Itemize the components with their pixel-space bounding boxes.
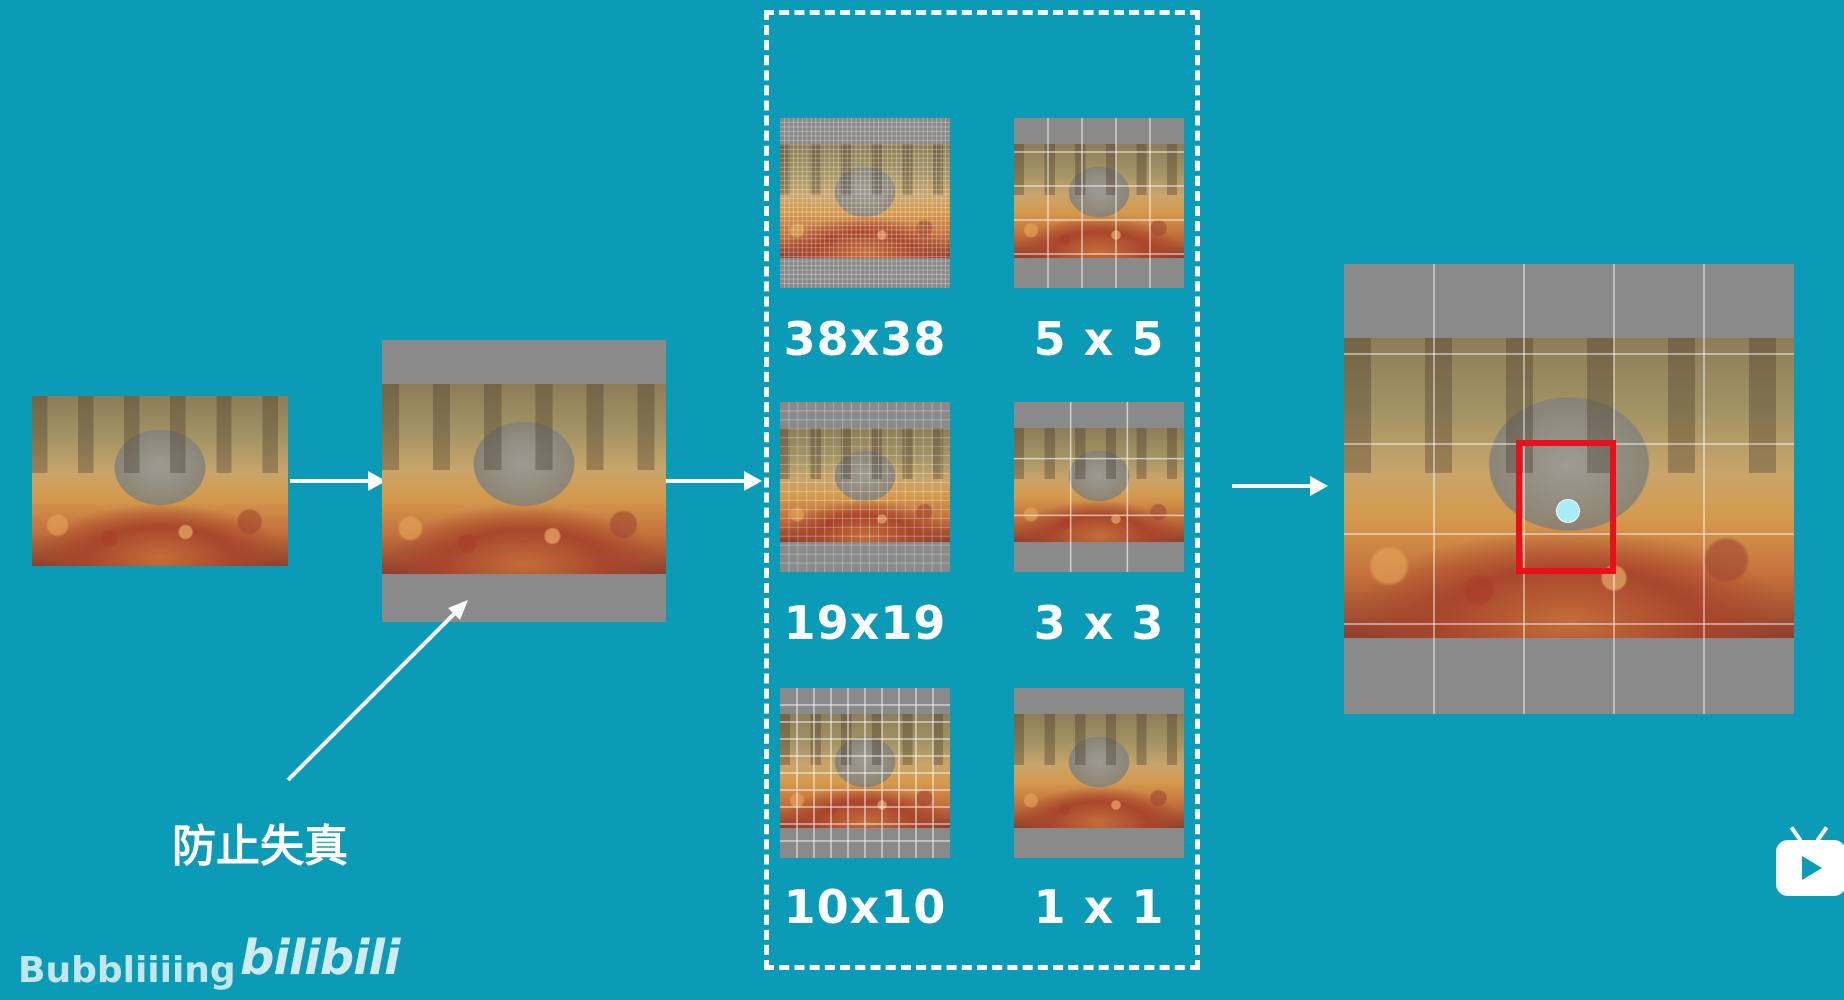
feature-map-tile	[780, 402, 950, 572]
tv-play-icon[interactable]	[1776, 840, 1844, 896]
grid-lines	[780, 688, 950, 858]
letterbox-image	[382, 340, 666, 622]
arrow-diagonal-icon	[286, 600, 468, 782]
feature-map-tile	[1014, 402, 1184, 572]
grid-lines	[1014, 118, 1184, 288]
arrow-head	[744, 471, 762, 491]
feature-map-label: 1 x 1	[1033, 880, 1165, 934]
feature-map-label: 5 x 5	[1033, 312, 1165, 366]
detection-result	[1344, 264, 1794, 714]
arrow-right-icon	[666, 479, 746, 483]
feature-map-tile	[780, 118, 950, 288]
feature-map-photo	[780, 428, 950, 542]
feature-map-label: 38x38	[783, 312, 947, 366]
center-point	[1556, 499, 1580, 523]
feature-map-photo	[1014, 714, 1184, 828]
feature-map-label: 19x19	[783, 596, 947, 650]
feature-map-tile	[780, 688, 950, 858]
feature-map-photo	[1014, 428, 1184, 542]
feature-map-label: 10x10	[783, 880, 947, 934]
arrow-right-icon	[1232, 484, 1312, 488]
feature-map-tile	[1014, 688, 1184, 858]
feature-map-label: 3 x 3	[1033, 596, 1165, 650]
feature-map-group	[764, 10, 1200, 970]
caption-text: 防止失真	[172, 821, 348, 872]
feature-map-photo	[780, 144, 950, 258]
feature-map-tile	[1014, 118, 1184, 288]
bounding-box	[1516, 440, 1616, 574]
grid-lines	[780, 402, 950, 572]
watermark-text: Bubbliiiing	[18, 950, 236, 991]
bilibili-logo: bilibili	[240, 930, 400, 986]
arrow-head	[1310, 476, 1328, 496]
grid-lines	[1014, 402, 1184, 572]
arrow-right-icon	[290, 479, 370, 483]
grid-lines	[780, 118, 950, 288]
arrow-head	[368, 471, 386, 491]
input-image	[32, 396, 288, 566]
grid-lines	[1014, 688, 1184, 858]
